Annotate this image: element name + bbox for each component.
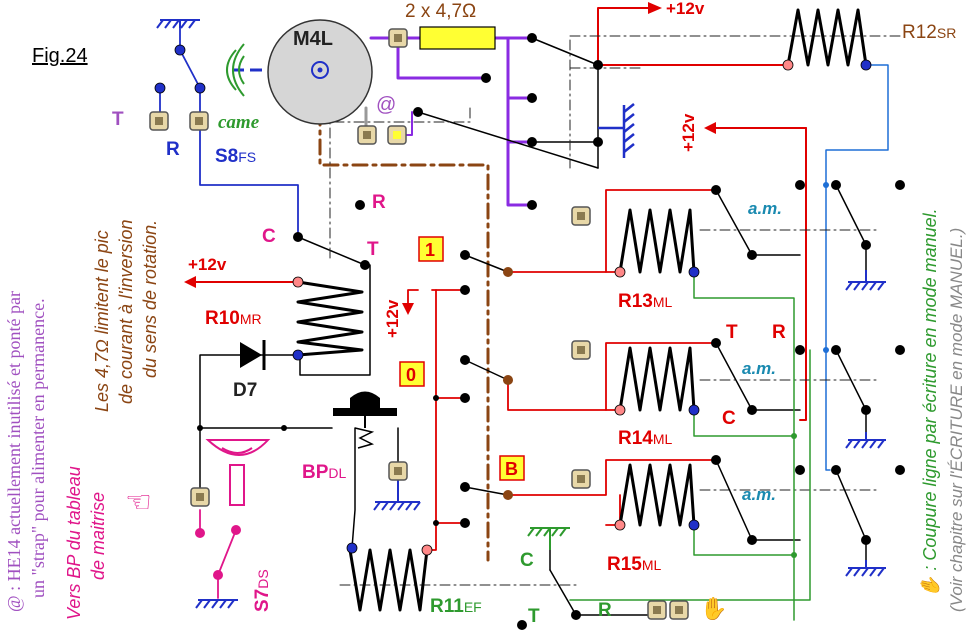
bp-note-line1: Vers BP du tableau bbox=[64, 466, 84, 620]
am-switches bbox=[715, 189, 801, 541]
bottom-t-label: T bbox=[528, 606, 540, 627]
ground-right-1 bbox=[845, 270, 886, 291]
arrow-12v-selector bbox=[402, 303, 414, 315]
r14-label: R14ML bbox=[618, 428, 673, 449]
selector-12v-label: +12v bbox=[383, 299, 402, 338]
motor-shaft bbox=[311, 61, 329, 79]
brown-dots bbox=[503, 267, 513, 500]
ground-right-2 bbox=[845, 432, 886, 449]
ground-top-switch bbox=[598, 103, 635, 158]
s8-r-label: R bbox=[166, 139, 180, 160]
r10-c-label: C bbox=[262, 226, 276, 247]
r11-label: R11EF bbox=[430, 596, 482, 617]
cam-symbol bbox=[226, 43, 245, 97]
selector-contacts bbox=[464, 254, 509, 496]
coil-r12 bbox=[786, 8, 868, 67]
resistor-note-line2: de courant à l'inversion bbox=[116, 219, 136, 404]
cam-label: came bbox=[218, 112, 260, 133]
ground-right-3 bbox=[845, 560, 886, 577]
green-dots bbox=[791, 182, 829, 558]
diode-d7 bbox=[240, 340, 266, 370]
r12-right-wire bbox=[825, 64, 889, 471]
s7-lever bbox=[205, 439, 271, 506]
resistor-note-line1: Les 4,7Ω limitent le pic bbox=[92, 230, 112, 412]
selector-wiring bbox=[407, 189, 717, 551]
ctr-switch bbox=[549, 549, 661, 616]
figure-label: Fig.24 bbox=[32, 45, 88, 67]
r13-label: R13ML bbox=[618, 291, 673, 312]
r10-label: R10MR bbox=[205, 308, 262, 329]
s8-label: S8FS bbox=[215, 146, 256, 167]
r15-label: R15ML bbox=[607, 554, 662, 575]
ground-s8 bbox=[156, 19, 200, 29]
bp-note-line2: de maitrise bbox=[88, 492, 108, 580]
dash-dot-lines bbox=[329, 35, 901, 586]
d7-label: D7 bbox=[233, 380, 257, 401]
coil-r13 bbox=[618, 208, 696, 274]
right-switches bbox=[835, 184, 867, 561]
coil-r14 bbox=[618, 346, 696, 412]
r-label-mid: R bbox=[372, 192, 386, 213]
black-dots bbox=[197, 33, 905, 630]
ground-ctr bbox=[527, 527, 570, 550]
selector-box-0 bbox=[399, 361, 425, 387]
r14-t-label: T bbox=[726, 322, 738, 343]
s7-label: S7DS bbox=[252, 569, 273, 612]
r10-t-label: T bbox=[367, 239, 379, 260]
reversing-switch bbox=[417, 37, 599, 169]
resistor-note-line3: du sens de rotation. bbox=[140, 220, 160, 378]
ground-bp bbox=[373, 478, 421, 511]
r10-12v-label: +12v bbox=[188, 255, 227, 274]
green-wiring bbox=[569, 271, 811, 621]
selector-box-b bbox=[499, 455, 525, 481]
r14-r-label: R bbox=[772, 322, 786, 343]
pointing-hand-icon: ☜ bbox=[125, 486, 152, 519]
hand-icon: ✋ bbox=[700, 596, 727, 621]
he14-note-line1: @ : HE14 actuellement inutilisé et ponté… bbox=[4, 291, 24, 612]
selector-1-text: 1 bbox=[425, 240, 435, 260]
right-note-line2: (Voir chapitre sur l'ÉCRITURE en mode MA… bbox=[947, 228, 966, 612]
bottom-c-label: C bbox=[520, 550, 534, 571]
r12-label: R12SR bbox=[902, 22, 956, 43]
motor-label: M4L bbox=[293, 28, 333, 50]
r14-c-label: C bbox=[722, 408, 736, 429]
arrow-12v-mid bbox=[704, 122, 716, 134]
he14-note-line2: un "strap" pour alimenter en permanence. bbox=[28, 298, 48, 598]
red-dots bbox=[292, 59, 794, 556]
coil-r11 bbox=[348, 548, 429, 612]
blue-dots bbox=[154, 44, 872, 554]
am-label-3: a.m. bbox=[742, 485, 776, 504]
s7-wiring bbox=[199, 509, 237, 599]
magenta-dots bbox=[195, 525, 241, 580]
resistor-top-label: 2 x 4,7Ω bbox=[405, 1, 476, 22]
am-label-1: a.m. bbox=[748, 199, 782, 218]
right-note-line1: ✋ : Coupure ligne par écriture en mode m… bbox=[919, 208, 940, 598]
bp-label: BPDL bbox=[302, 462, 347, 483]
selector-box-1 bbox=[418, 236, 444, 262]
resistor-2x4-7 bbox=[419, 26, 496, 50]
coil-r15 bbox=[618, 463, 696, 527]
coil-r10 bbox=[296, 280, 364, 357]
top-12v-wire bbox=[597, 7, 807, 421]
mid-12v-label: +12v bbox=[679, 113, 698, 152]
selector-0-text: 0 bbox=[406, 365, 416, 385]
top-12v-label: +12v bbox=[666, 0, 705, 18]
pushbutton-bp bbox=[333, 391, 397, 449]
s8-t-label: T bbox=[112, 109, 124, 130]
arrow-12v-top bbox=[648, 2, 662, 14]
at-label: @ bbox=[376, 94, 396, 116]
selector-b-text: B bbox=[505, 459, 518, 479]
bottom-r-label: R bbox=[598, 600, 612, 621]
arrow-12v-r10 bbox=[184, 276, 196, 288]
am-label-2: a.m. bbox=[742, 359, 776, 378]
ground-s7 bbox=[195, 599, 238, 609]
